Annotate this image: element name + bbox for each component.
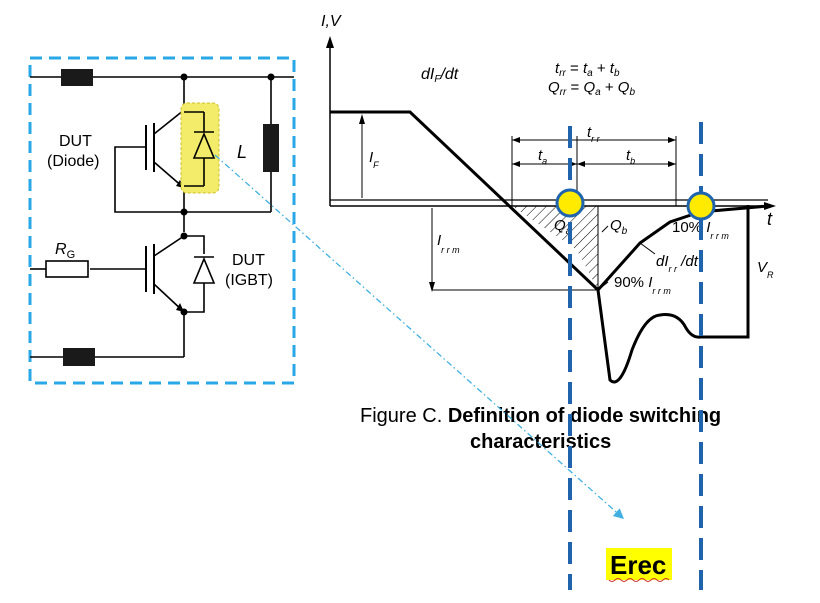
erec-label: Erec <box>610 550 666 580</box>
inductor <box>263 124 279 172</box>
erec-start-dot <box>555 188 585 218</box>
charge-hatch <box>512 206 577 250</box>
y-axis-label: I,V <box>321 13 342 30</box>
erec-spellcheck-underline <box>608 578 670 582</box>
dashed-arrow-line <box>214 154 625 520</box>
upper-diode-symbol <box>184 111 216 187</box>
pct10-label: 10% Ir r m <box>672 219 729 241</box>
pct90-label: 90% Ir r m <box>614 274 671 296</box>
if-label: IF <box>369 149 379 170</box>
top-resistor <box>61 69 93 86</box>
qrr-equation: Qrr = Qa + Qb <box>548 79 635 98</box>
qb-label: Qb <box>610 217 628 237</box>
gate-resistor-label: RG <box>55 241 75 261</box>
erec-end-dot <box>686 191 716 221</box>
tb-label: tb <box>626 147 635 166</box>
dut-diode-label: DUT (Diode) <box>47 133 99 170</box>
dirr-label: dIr r /dt <box>656 253 699 274</box>
bottom-resistor <box>63 348 95 366</box>
trr-equation: trr = ta + tb <box>555 60 620 79</box>
ta-label: ta <box>538 147 547 166</box>
irrm-label: Ir r m <box>437 232 460 255</box>
time-axis-label: t <box>767 209 773 229</box>
svg-text:Figure C. Definition of diode: Figure C. Definition of diode switching <box>360 405 721 427</box>
inductor-label: L <box>237 142 247 162</box>
circuit-dashed-frame <box>28 56 296 385</box>
switching-waveform: I,V t dIF/dt trr = ta + tb Qrr = Qa + Qb… <box>321 13 776 384</box>
charge-qb-hatch <box>577 206 598 290</box>
circuit-schematic: DUT (Diode) DUT (IGBT) L RG <box>28 56 296 385</box>
vr-label: VR <box>757 259 774 280</box>
erec-label-bg <box>606 548 672 580</box>
lower-diode-symbol <box>184 235 216 313</box>
upper-igbt-symbol <box>114 109 185 213</box>
junction-dot <box>180 73 188 81</box>
diode-highlight <box>180 102 220 194</box>
svg-text:characteristics: characteristics <box>470 431 611 453</box>
trr-label: tr r <box>587 124 601 144</box>
figure-caption: Figure C. Definition of diode switching … <box>360 405 721 453</box>
voltage-waveform <box>596 205 750 384</box>
slope-label: dIF/dt <box>421 66 459 85</box>
dut-igbt-label: DUT (IGBT) <box>225 252 273 289</box>
junction-dot <box>267 73 275 81</box>
lower-igbt-symbol <box>30 235 185 313</box>
gate-resistor <box>45 260 89 278</box>
